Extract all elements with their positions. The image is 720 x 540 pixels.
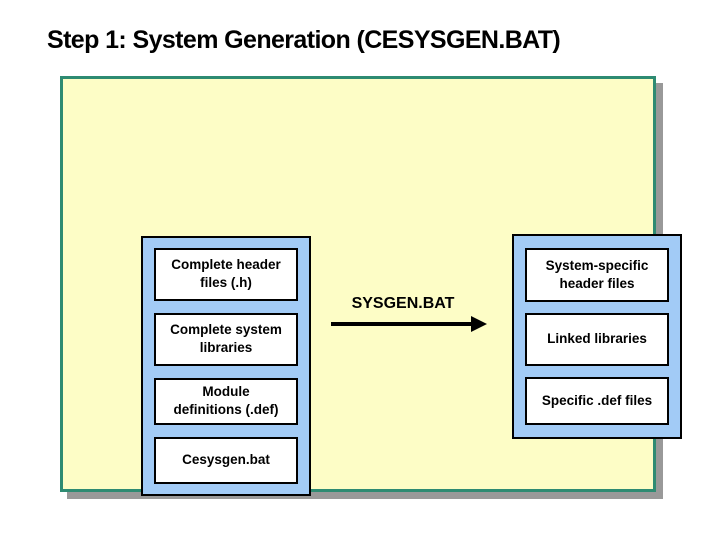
box-system-specific-header-files: System-specific header files bbox=[525, 248, 669, 302]
arrow-shaft bbox=[331, 322, 473, 326]
output-files-group: System-specific header files Linked libr… bbox=[512, 234, 682, 439]
source-files-group: Complete header files (.h) Complete syst… bbox=[141, 236, 311, 496]
box-module-definitions: Module definitions (.def) bbox=[154, 377, 298, 425]
arrow-head bbox=[471, 316, 487, 332]
box-specific-def-files: Specific .def files bbox=[525, 377, 669, 425]
box-complete-system-libraries: Complete system libraries bbox=[154, 312, 298, 366]
box-complete-header-files: Complete header files (.h) bbox=[154, 248, 298, 301]
sysgen-process-label: SYSGEN.BAT bbox=[351, 295, 455, 312]
page-title: Step 1: System Generation (CESYSGEN.BAT) bbox=[47, 26, 561, 54]
box-linked-libraries: Linked libraries bbox=[525, 312, 669, 367]
diagram-panel: Complete header files (.h) Complete syst… bbox=[60, 76, 682, 496]
box-cesysgen-bat: Cesysgen.bat bbox=[154, 436, 298, 484]
arrow-right-icon bbox=[331, 316, 487, 332]
